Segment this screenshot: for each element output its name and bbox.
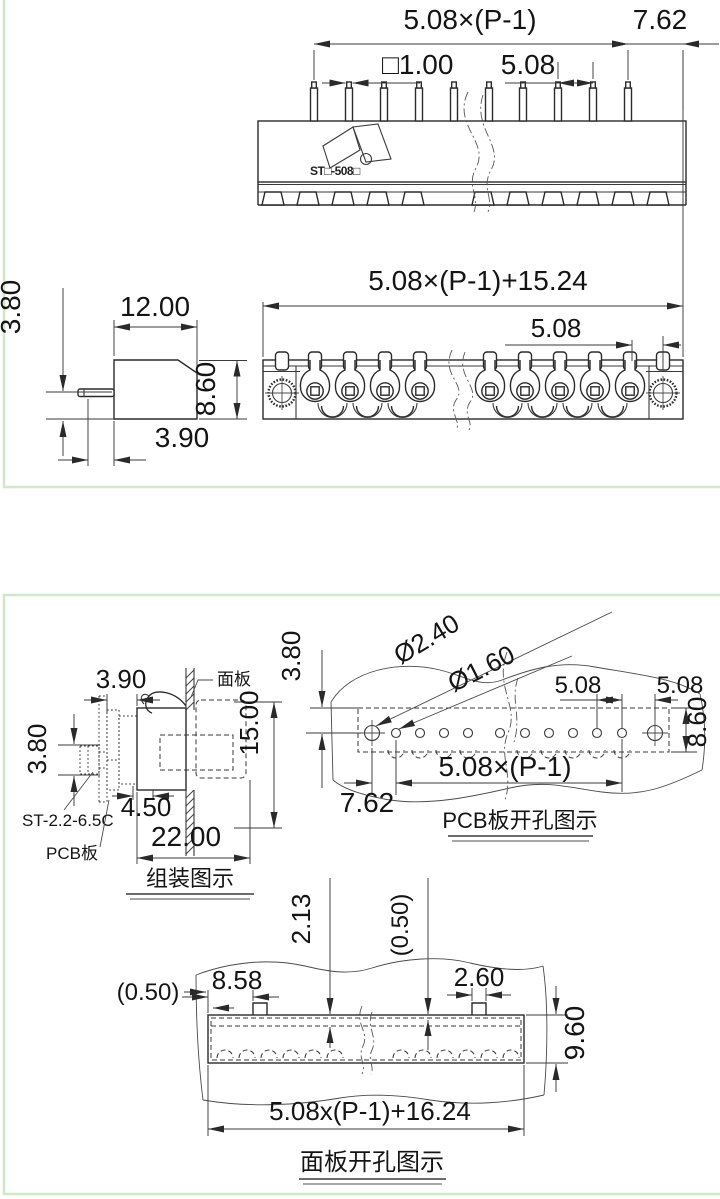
dim-end-pitch: 5.08 [531,313,582,343]
notch-right [471,1002,487,1015]
connector-phantom [210,1017,522,1061]
dim-end: 7.62 [340,787,395,818]
dim-pin-square: □1.00 [382,49,453,80]
dim-clear-top: (0.50) [387,894,414,957]
rear-housing [195,699,247,779]
dim-pitch-total: 5.08×(P-1) [403,4,536,35]
front-view-drawing: 5.08×(P-1)+15.24 5.08 [262,50,684,431]
dim-pin-pitch: 5.08 [501,49,556,80]
dim-end-margin: 7.62 [633,4,688,35]
pcb-label: PCB板 [46,844,98,863]
phantom-scallops [216,1049,520,1059]
board-outline [330,664,706,803]
dim-edge: 8.58 [212,965,263,995]
side-view-dimensions: 12.00 8.60 3.80 3.90 [0,280,247,466]
pcb-hole-dimensions: 3.80 7.62 5.08×(P-1) 5.08 5.08 8.60 [276,631,712,818]
dim-height: 8.60 [682,697,712,748]
svg-text:面板开孔图示: 面板开孔图示 [300,1149,444,1176]
side-view-drawing: 12.00 8.60 3.80 3.90 [0,280,247,466]
break-line [359,1005,375,1075]
notch-left [252,1002,268,1015]
dim-body-total: 5.08×(P-1)+15.24 [368,265,588,296]
dim-body-width: 12.00 [120,291,190,322]
screw-leader [63,771,94,811]
dim-pin-offset: 3.80 [0,280,26,335]
dim-height: 15.00 [234,690,264,755]
dim-pitch-b: 5.08 [657,672,704,699]
panel-leader [190,679,213,698]
dim-total: 5.08×(P-1) [438,751,571,782]
svg-text:组装图示: 组装图示 [146,866,234,891]
mounting-feet [261,191,670,206]
dim-hole-small: Ø1.60 [443,639,520,698]
panel-cutout-drawing: 2.13 (0.50) (0.50) 8.58 2.60 9.60 [117,878,590,1185]
dim-depth: 22.00 [151,821,221,852]
panel-label: 面板 [217,670,251,689]
part-marking: ST□-508□ [310,164,360,178]
upper-panel-frame [2,0,720,489]
dim-pin-length: 3.90 [155,422,210,453]
top-view-drawing: ST□-508□ 5.08×(P-1) 7.62 □1.00 5.08 [257,4,719,213]
dim-height: 9.60 [559,1006,590,1061]
screw-label: ST-2.2-6.5C [22,811,114,830]
pcb-leader [99,799,110,848]
break-line [448,349,474,431]
assembly-dimensions: 3.90 3.80 4.50 22.00 15.00 [22,664,282,864]
dim-hole-big: Ø2.40 [388,608,464,670]
assembly-title: 组装图示 [126,866,254,900]
panel-outline [195,958,548,1106]
small-hole-leader [398,655,573,730]
break-line [502,651,519,801]
dim-offset: 3.80 [276,631,306,682]
connector-footprint [357,707,670,753]
dim-pin-offset: 3.80 [22,724,52,775]
dim-gap: 4.50 [121,792,172,822]
pcb-hole-drawing: Ø2.40 Ø1.60 3.80 7.62 5.08×(P-1) 5.08 5.… [276,608,712,842]
pcb-hole-title: PCB板开孔图示 [442,808,598,842]
svg-text:PCB板开孔图示: PCB板开孔图示 [442,808,597,833]
dim-body-height: 8.60 [190,362,221,417]
front-view-dimensions: 5.08×(P-1)+15.24 5.08 [262,50,684,370]
brand-logo [322,123,392,169]
dim-notch: 2.60 [454,962,505,992]
cutout-outline [207,1014,525,1064]
solder-pins [309,81,633,122]
dim-flange: 3.90 [96,664,147,694]
panel-cutout-title: 面板开孔图示 [299,1149,446,1185]
assembly-drawing: 面板 ST-2.2-6.5C PCB板 3.90 3.80 4.50 22.00 [22,664,282,900]
break-line [463,91,495,213]
big-hole-leader [375,611,613,727]
socket-shell [136,691,187,791]
panel-wall [185,668,195,856]
dim-pitch-a: 5.08 [555,672,602,699]
dim-clear-left: (0.50) [117,979,180,1006]
pcb-board [98,695,108,803]
dim-total: 5.08x(P-1)+16.24 [269,1096,471,1126]
panel-cutout-dimensions: 2.13 (0.50) (0.50) 8.58 2.60 9.60 [117,878,590,1136]
top-view-dimensions: 5.08×(P-1) 7.62 □1.00 5.08 [313,4,719,110]
lower-panel-frame [2,593,720,1196]
dim-depth: 2.13 [286,894,316,945]
